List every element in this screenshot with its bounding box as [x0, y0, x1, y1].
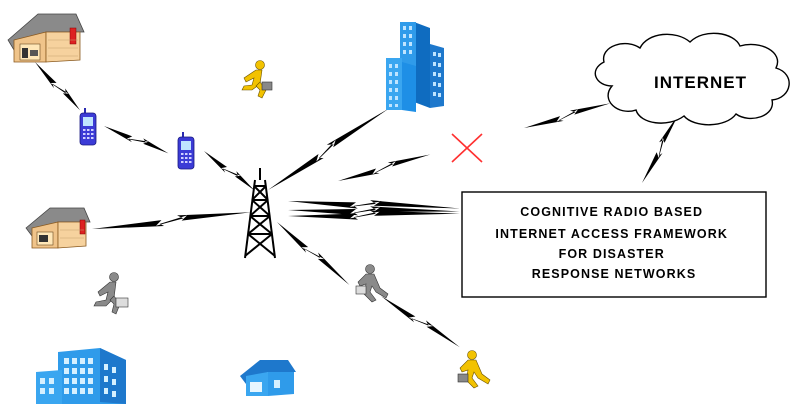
lightning-link-icon: [104, 126, 169, 154]
mobile-phone-icon: [177, 132, 195, 170]
office-building-icon: [36, 348, 126, 404]
lightning-link-icon: [642, 114, 679, 183]
lightning-link-icon: [524, 103, 611, 128]
lightning-link-icon: [35, 62, 81, 111]
cloud-icon: INTERNET: [594, 32, 790, 126]
lightning-link-icon: [338, 154, 431, 181]
cell-tower-icon: [244, 168, 276, 259]
lightning-link-icon: [277, 222, 350, 285]
mobile-phone-icon: [79, 108, 97, 146]
lightning-link-icon: [204, 151, 255, 191]
internet-label: INTERNET: [654, 73, 747, 92]
framework-line-3: FOR DISASTER: [559, 247, 665, 261]
framework-line-2: INTERNET ACCESS FRAMEWORK: [495, 227, 728, 241]
red-x-icon: [451, 133, 483, 163]
skyscraper-icon: [386, 22, 444, 112]
house-icon: [25, 207, 91, 249]
svg-text:COGNITIVE RADIO BASED IN: COGNITIVE RADIO BASED INTERNET ACCESS FR…: [495, 205, 732, 281]
framework-line-4: RESPONSE NETWORKS: [532, 267, 697, 281]
house-icon: [7, 13, 85, 63]
framework-box: COGNITIVE RADIO BASED INTERNET ACCESS FR…: [461, 191, 767, 298]
lightning-link-icon: [268, 108, 390, 190]
lightning-link-icon: [288, 206, 460, 216]
lightning-link-icon: [288, 210, 460, 220]
lightning-link-icon: [381, 296, 460, 348]
framework-line-1: COGNITIVE RADIO BASED: [520, 205, 703, 219]
house-icon: [240, 360, 296, 396]
person-running-icon: [241, 60, 273, 99]
person-running-icon: [93, 272, 129, 315]
person-running-icon: [457, 350, 491, 389]
person-running-icon: [355, 264, 389, 303]
lightning-link-icon: [288, 200, 460, 209]
lightning-link-icon: [92, 212, 252, 229]
wireless-links: [35, 62, 679, 348]
